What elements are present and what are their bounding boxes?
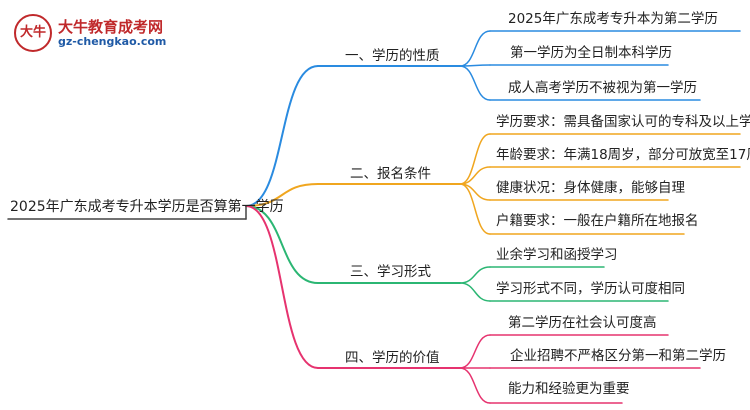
- leaf-node: 成人高考学历不被视为第一学历: [508, 80, 697, 96]
- leaf-node: 第一学历为全日制本科学历: [510, 45, 672, 61]
- leaf-connector: [459, 65, 491, 101]
- site-logo: 大牛 大牛教育成考网 gz-chengkao.com: [14, 14, 234, 54]
- leaf-connector: [459, 183, 491, 235]
- leaf-node: 第二学历在社会认可度高: [508, 315, 657, 331]
- logo-badge-icon: 大牛: [14, 14, 52, 52]
- leaf-node: 能力和经验更为重要: [508, 381, 630, 397]
- root-node: 2025年广东成考专升本学历是否算第一学历: [10, 199, 284, 215]
- branch-connector: [245, 205, 319, 369]
- leaf-node: 年龄要求：年满18周岁，部分可放宽至17周岁: [496, 147, 750, 163]
- leaf-connector: [459, 266, 491, 284]
- branch-label: 一、学历的性质: [345, 48, 440, 64]
- leaf-connector: [459, 133, 491, 185]
- leaf-connector: [459, 30, 491, 67]
- logo-url: gz-chengkao.com: [58, 35, 167, 48]
- leaf-node: 学习形式不同，学历认可度相同: [496, 281, 685, 297]
- branch-label: 四、学历的价值: [345, 350, 440, 366]
- leaf-connector: [459, 166, 491, 185]
- leaf-node: 健康状况：身体健康，能够自理: [496, 180, 685, 196]
- leaf-connector: [459, 282, 491, 302]
- branch-label: 二、报名条件: [350, 166, 431, 182]
- leaf-node: 户籍要求：一般在户籍所在地报名: [496, 213, 699, 229]
- leaf-node: 学历要求：需具备国家认可的专科及以上学历: [496, 114, 750, 130]
- leaf-connector: [459, 334, 491, 369]
- branch-connector: [245, 205, 319, 284]
- branch-connector: [245, 65, 319, 207]
- leaf-node: 企业招聘不严格区分第一和第二学历: [510, 348, 726, 364]
- logo-title: 大牛教育成考网: [58, 18, 164, 36]
- branch-label: 三、学习形式: [350, 264, 431, 280]
- leaf-connector: [459, 367, 491, 404]
- leaf-node: 2025年广东成考专升本为第二学历: [508, 11, 718, 27]
- leaf-node: 业余学习和函授学习: [496, 247, 618, 263]
- branch-connector: [245, 183, 319, 207]
